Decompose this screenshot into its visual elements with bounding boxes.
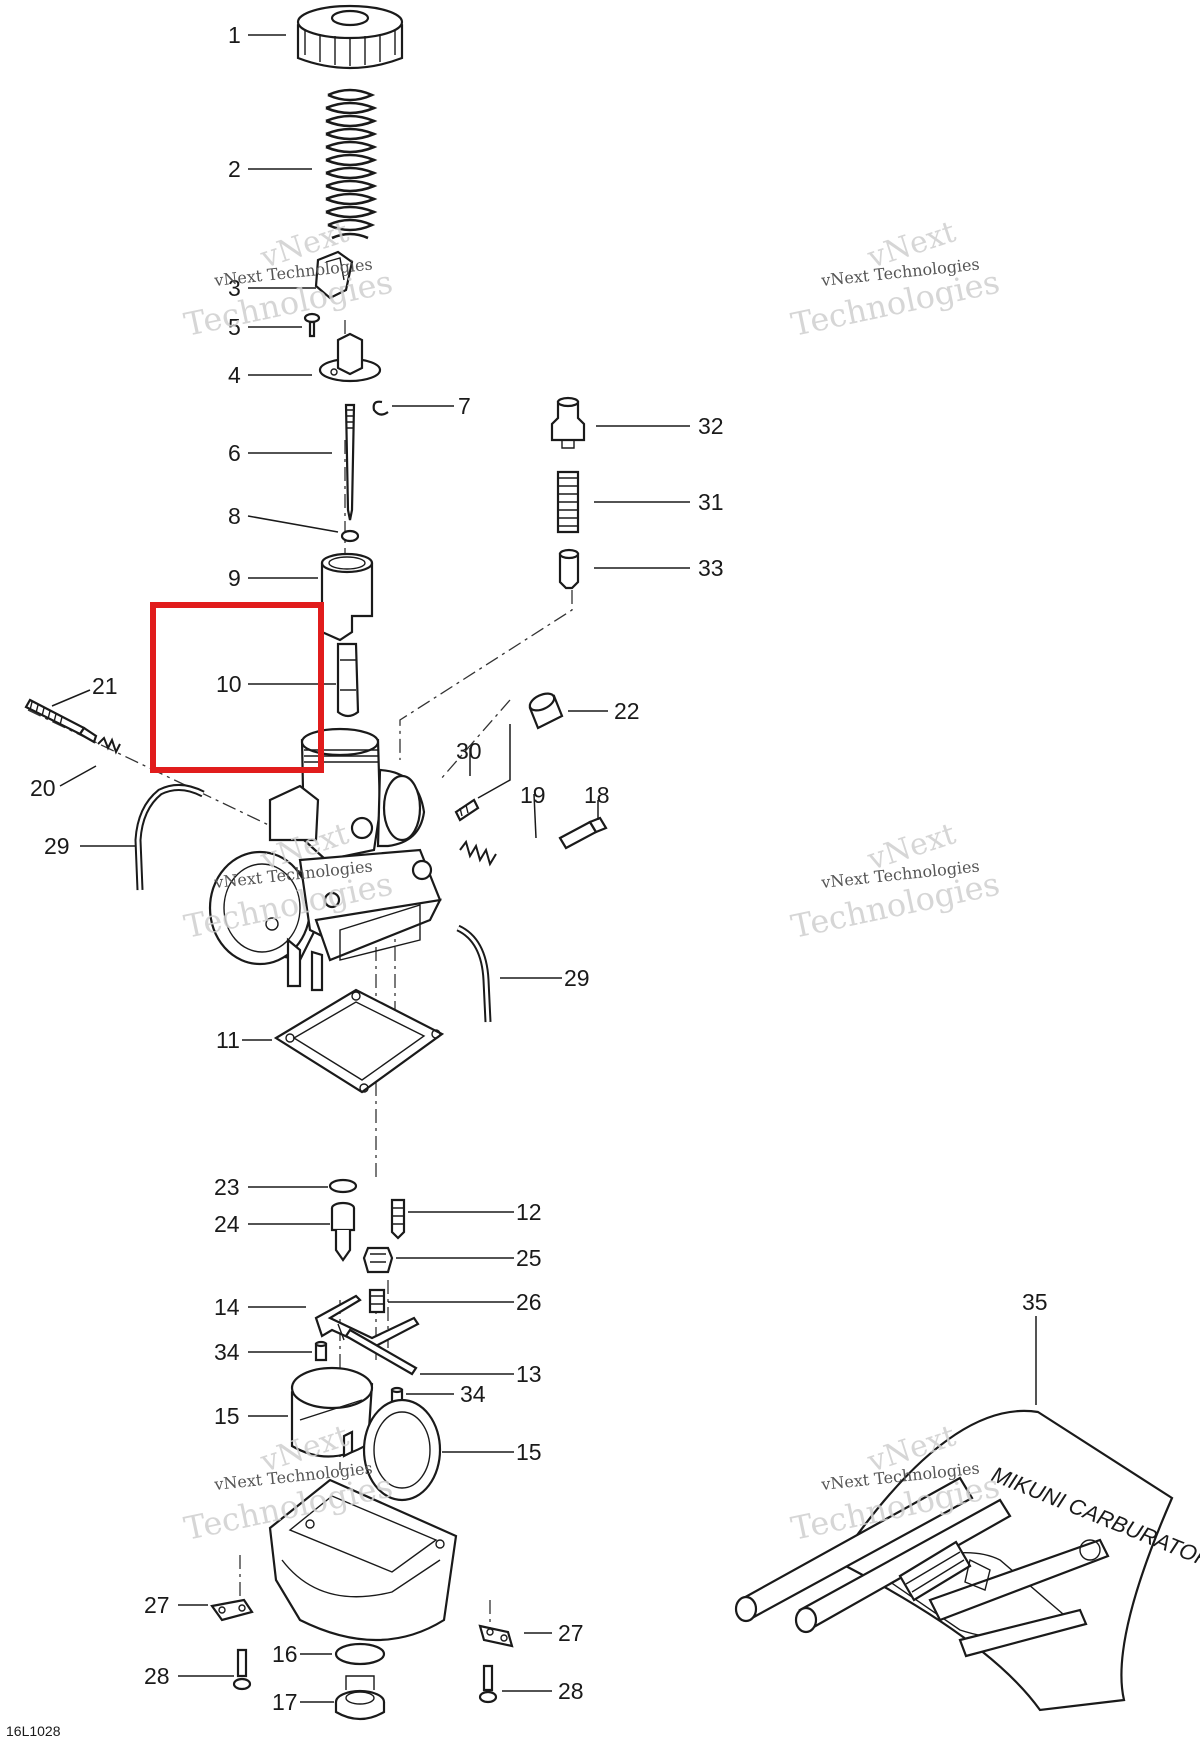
label-part-28-left: 28 — [144, 1663, 170, 1689]
label-part-24: 24 — [214, 1211, 240, 1237]
label-part-25: 25 — [516, 1245, 542, 1271]
part-6-needle — [344, 403, 356, 521]
label-part-22: 22 — [614, 698, 640, 724]
part-20-spring — [97, 736, 121, 755]
highlight-box — [150, 602, 324, 773]
part-19-spring — [459, 839, 497, 867]
label-part-29-right: 29 — [564, 965, 590, 991]
label-part-19: 19 — [520, 782, 546, 808]
label-part-10: 10 — [216, 671, 242, 697]
label-part-7: 7 — [458, 393, 471, 419]
part-28-screw-right — [478, 1664, 498, 1704]
label-part-17: 17 — [272, 1689, 298, 1715]
label-part-16: 16 — [272, 1641, 298, 1667]
label-part-30: 30 — [456, 738, 482, 764]
part-24-seat — [330, 1201, 356, 1262]
label-part-34-left: 34 — [214, 1339, 240, 1365]
part-23-oring — [328, 1178, 358, 1194]
label-part-21: 21 — [92, 673, 118, 699]
part-32-nut — [550, 396, 586, 449]
label-part-34-right: 34 — [460, 1381, 486, 1407]
part-27-clamp-right — [478, 1624, 514, 1648]
watermarks: vNext vNext Technologies Technologies vN… — [181, 215, 1003, 1548]
label-part-6: 6 — [228, 440, 241, 466]
label-part-2: 2 — [228, 156, 241, 182]
label-part-31: 31 — [698, 489, 724, 515]
label-part-27-right: 27 — [558, 1620, 584, 1646]
carburetor-body — [208, 727, 442, 992]
part-3-plate — [314, 250, 354, 300]
part-15-float-right — [342, 1398, 442, 1502]
part-31-spring — [556, 470, 580, 534]
part-13-pin — [344, 1328, 418, 1376]
part-28-screw-left — [232, 1648, 252, 1691]
label-part-35: 35 — [1022, 1289, 1048, 1315]
part-18-screw — [558, 816, 608, 850]
label-part-11: 11 — [216, 1027, 240, 1053]
part-21-air-screw — [24, 698, 98, 744]
part-2-spring — [325, 88, 378, 240]
label-part-26: 26 — [516, 1289, 542, 1315]
part-12-pilot-jet — [390, 1198, 406, 1240]
part-10-tube — [336, 642, 360, 718]
assembly-axes — [27, 320, 573, 1640]
part-16-oring — [334, 1642, 386, 1666]
part-4-retainer — [318, 332, 382, 383]
label-part-8: 8 — [228, 503, 241, 529]
label-part-32: 32 — [698, 413, 724, 439]
part-labels: 1 2 3 5 4 7 6 8 9 10 21 20 29 32 31 33 2… — [30, 22, 1048, 1715]
part-1-cap — [296, 4, 404, 70]
label-part-13: 13 — [516, 1361, 542, 1387]
part-33-adjuster — [558, 548, 580, 590]
part-29-hose-right — [456, 924, 492, 1023]
part-8-washer — [340, 529, 360, 543]
label-part-18: 18 — [584, 782, 610, 808]
part-9-slide — [320, 552, 374, 642]
part-7-clip — [372, 400, 389, 416]
leader-lines — [51, 34, 1037, 1703]
label-part-20: 20 — [30, 775, 56, 801]
label-part-33: 33 — [698, 555, 724, 581]
label-part-14: 14 — [214, 1294, 240, 1320]
label-part-9: 9 — [228, 565, 241, 591]
label-part-12: 12 — [516, 1199, 542, 1225]
label-part-1: 1 — [228, 22, 241, 48]
label-part-15-right: 15 — [516, 1439, 542, 1465]
part-29-hose-left — [134, 784, 205, 891]
label-part-15-left: 15 — [214, 1403, 240, 1429]
label-part-23: 23 — [214, 1174, 240, 1200]
label-part-28-right: 28 — [558, 1678, 584, 1704]
part-14-float-arm — [314, 1294, 420, 1350]
part-30-screw — [454, 798, 480, 822]
part-34-pin-left — [314, 1340, 328, 1362]
label-part-27-left: 27 — [144, 1592, 170, 1618]
part-11-gasket — [273, 988, 445, 1094]
figure-reference: 16L1028 — [6, 1723, 61, 1739]
part-26-main-jet — [368, 1288, 386, 1314]
part-5-screw — [303, 312, 321, 338]
part-25-needle-jet — [362, 1246, 394, 1274]
label-part-5: 5 — [228, 314, 241, 340]
float-bowl — [268, 1478, 458, 1641]
part-22-cap — [528, 692, 564, 730]
part-27-clamp-left — [210, 1598, 254, 1622]
label-part-3: 3 — [228, 275, 241, 301]
part-35-tool-kit: MIKUNI CARBURATOR — [734, 1409, 1200, 1712]
label-part-4: 4 — [228, 362, 241, 388]
part-17-plug — [334, 1675, 386, 1721]
label-part-29-left: 29 — [44, 833, 70, 859]
